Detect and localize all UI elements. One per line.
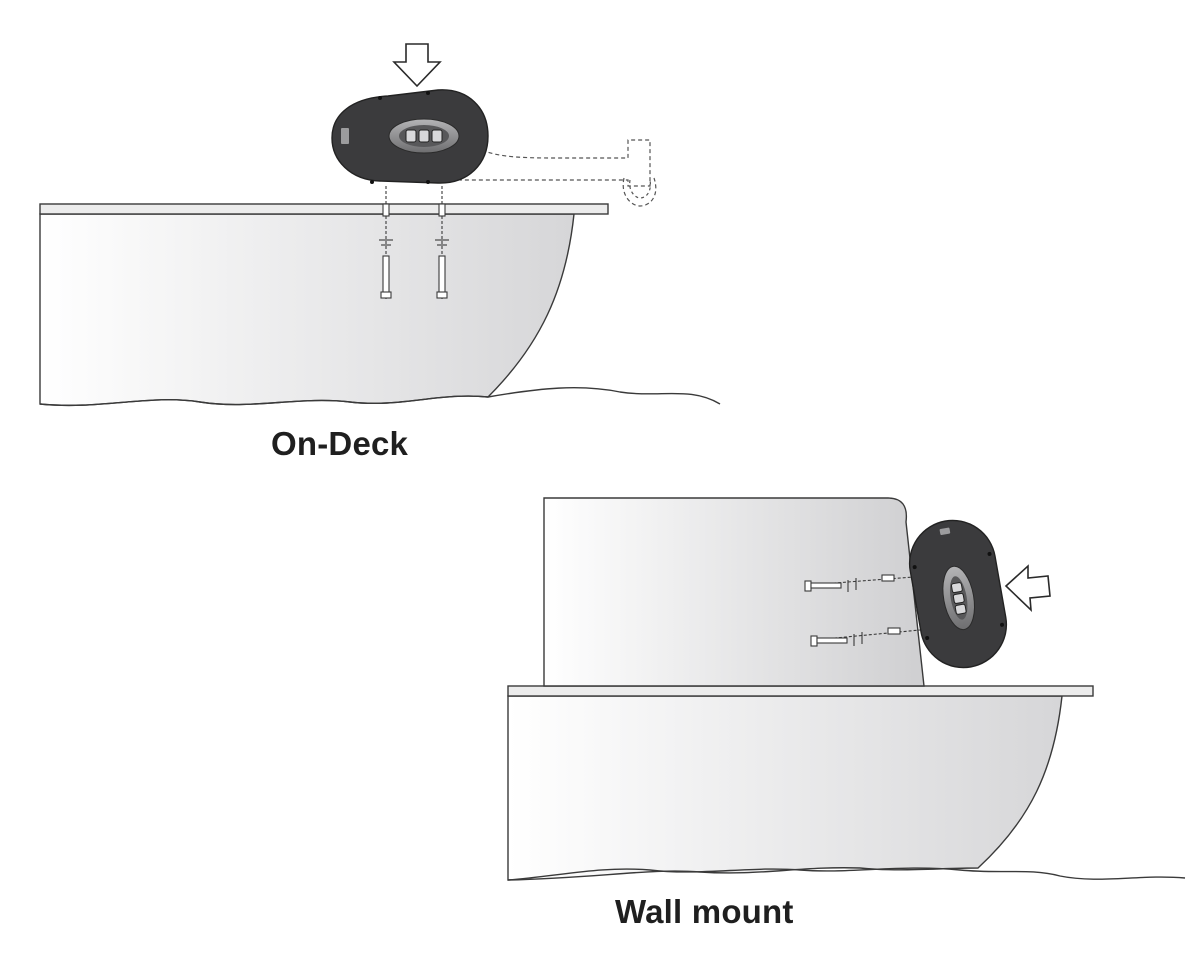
hull-wall-mount: [507, 695, 1063, 881]
device-wall-mount: [908, 519, 1008, 669]
bolt-upper-wall-mount: [804, 574, 915, 592]
caption-on-deck: On-Deck: [271, 425, 409, 462]
cabin-wall: [543, 497, 925, 687]
deck-plank-wall-mount: [507, 685, 1094, 697]
on-deck-diagram: [39, 43, 721, 407]
caption-wall-mount: Wall mount: [615, 893, 794, 930]
bolt-left-on-deck: [379, 186, 393, 300]
hull-on-deck: [39, 213, 575, 407]
water-line-wall-mount: [507, 867, 1186, 881]
stern-mount-dashed: [622, 177, 657, 207]
device-on-deck: [331, 89, 489, 184]
down-arrow-icon: [392, 43, 442, 88]
water-line-on-deck: [39, 387, 721, 407]
left-arrow-icon: [1004, 564, 1051, 613]
wall-mount-diagram: [507, 497, 1186, 881]
bolt-right-on-deck: [435, 186, 449, 300]
deck-plank-on-deck: [39, 203, 609, 215]
stern-mount-inner-dashed: [629, 179, 651, 199]
bolt-lower-wall-mount: [810, 627, 921, 647]
cable-dashed: [460, 139, 651, 187]
